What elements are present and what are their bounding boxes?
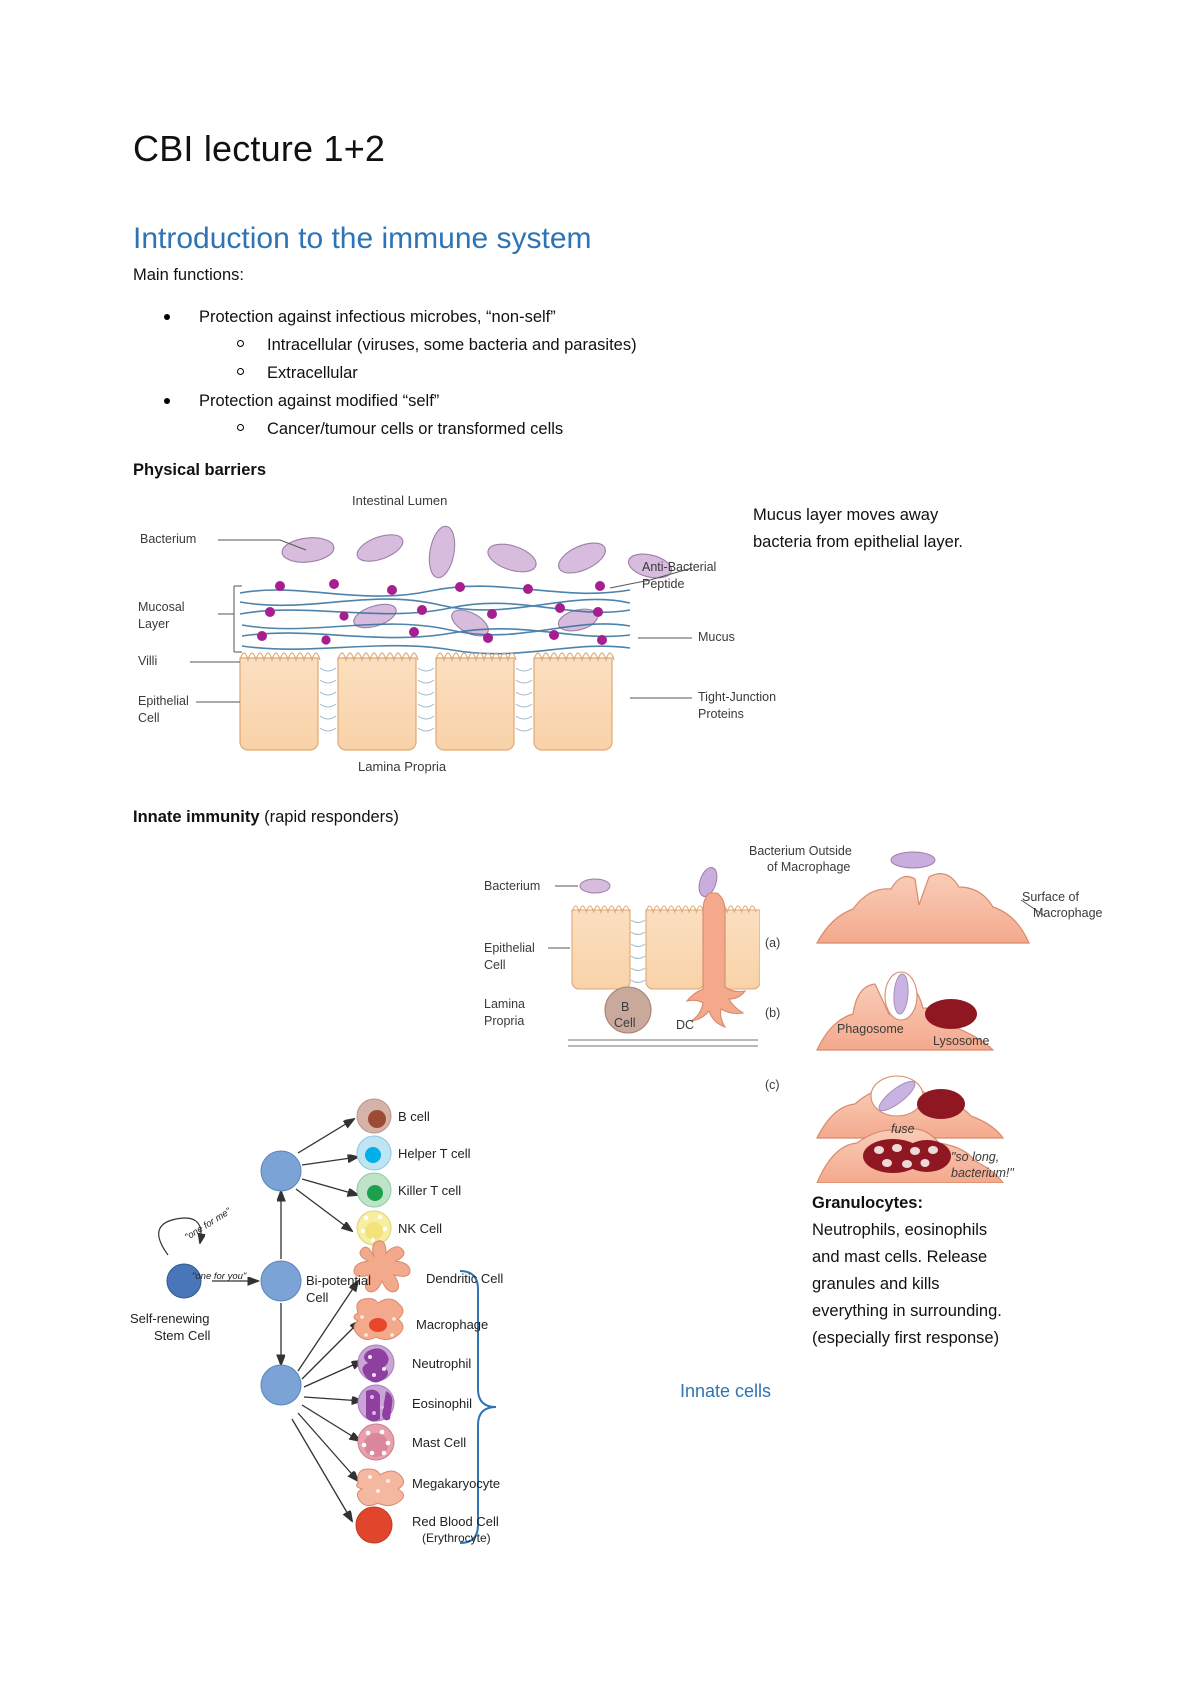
heading-physical-barriers: Physical barriers	[133, 461, 266, 479]
label-tight-junction-line1: Tight-Junction	[698, 690, 777, 704]
cell-label-eosinophil: Eosinophil	[412, 1396, 472, 1411]
heading-innate-bold: Innate immunity	[133, 808, 260, 826]
note-granulocytes-body: Neutrophils, eosinophils and mast cells.…	[812, 1221, 1002, 1347]
label-stem-quote-one-for-you: "one for you"	[192, 1271, 247, 1282]
label-bacterium: Bacterium	[140, 532, 197, 546]
label-epithelial-cell-line2: Cell	[138, 711, 160, 725]
label-stem-cell-line2: Stem Cell	[154, 1328, 211, 1343]
label-epithelial-cell-line1: Epithelial	[484, 941, 535, 955]
list-item: Extracellular	[133, 359, 833, 387]
label-bipotential-line2: Cell	[306, 1290, 329, 1305]
label-bacterium: Bacterium	[484, 879, 541, 893]
cell-label-red-blood-cell: Red Blood Cell	[412, 1514, 499, 1529]
heading-innate-regular: (rapid responders)	[259, 808, 399, 826]
innate-illustration	[548, 867, 760, 1047]
main-functions-label: Main functions:	[133, 266, 244, 284]
label-lamina-propria: Lamina Propria	[358, 759, 447, 774]
label-dc: DC	[676, 1018, 695, 1032]
label-b-cell-line2: Cell	[614, 1016, 636, 1030]
cell-label-b-cell: B cell	[398, 1109, 430, 1124]
label-b-cell-line1: B	[621, 1000, 630, 1014]
label-anti-bacterial-peptide-line1: Anti-Bacterial	[642, 560, 717, 574]
diagram-title-intestinal-lumen: Intestinal Lumen	[352, 493, 448, 508]
label-bacterium-outside-line1: Bacterium Outside	[749, 844, 852, 858]
cell-label-mast-cell: Mast Cell	[412, 1435, 467, 1450]
list-item: Protection against infectious microbes, …	[133, 303, 833, 331]
innate-epithelium-diagram: Bacterium Epithelial Cell Lamina Propria…	[480, 860, 760, 1060]
label-villi: Villi	[138, 654, 158, 668]
cell-label-helper-t-cell: Helper T cell	[398, 1146, 471, 1161]
label-epithelial-cell-line2: Cell	[484, 958, 506, 972]
label-stem-cell-line1: Self-renewing	[130, 1311, 210, 1326]
main-functions-list: Protection against infectious microbes, …	[133, 303, 833, 443]
barrier-illustration	[190, 525, 693, 751]
macrophage-phagocytosis-diagram: Bacterium Outside of Macrophage Surface …	[745, 838, 1125, 1183]
list-item: Intracellular (viruses, some bacteria an…	[133, 331, 833, 359]
label-lamina-propria-line1: Lamina	[484, 997, 525, 1011]
label-phagosome: Phagosome	[837, 1022, 904, 1036]
cell-label-megakaryocyte: Megakaryocyte	[412, 1476, 501, 1491]
label-surface-of-macrophage-line2: Macrophage	[1033, 906, 1103, 920]
label-tight-junction-line2: Proteins	[698, 707, 744, 721]
note-mucus-layer: Mucus layer moves away bacteria from epi…	[753, 506, 964, 551]
list-item: Protection against modified “self”	[133, 387, 833, 415]
label-step-a: (a)	[765, 936, 781, 950]
label-surface-of-macrophage-line1: Surface of	[1022, 890, 1079, 904]
label-step-b: (b)	[765, 1006, 781, 1020]
cell-label-neutrophil: Neutrophil	[412, 1356, 472, 1371]
label-so-long-line1: "so long,	[951, 1150, 1000, 1164]
cell-label-nk-cell: NK Cell	[398, 1221, 443, 1236]
label-epithelial-cell-line1: Epithelial	[138, 694, 189, 708]
label-anti-bacterial-peptide-line2: Peptide	[642, 577, 685, 591]
label-mucus: Mucus	[698, 630, 735, 644]
lineage-illustration	[158, 1098, 497, 1544]
page-title: CBI lecture 1+2	[133, 128, 386, 169]
note-granulocytes: Granulocytes: Neutrophils, eosinophils a…	[812, 1190, 1012, 1352]
label-innate-cells: Innate cells	[680, 1381, 772, 1401]
label-mucosal-layer-line2: Layer	[138, 617, 170, 631]
label-lamina-propria-line2: Propria	[484, 1014, 525, 1028]
cell-label-macrophage: Macrophage	[416, 1317, 489, 1332]
cell-label-dendritic-cell: Dendritic Cell	[426, 1271, 504, 1286]
cell-label-erythrocyte-sub: (Erythrocyte)	[422, 1531, 491, 1545]
label-so-long-line2: bacterium!"	[951, 1166, 1014, 1180]
macrophage-illustration	[815, 851, 1046, 1183]
label-bacterium-outside-line2: of Macrophage	[767, 860, 851, 874]
label-step-c: (c)	[765, 1078, 780, 1092]
intestinal-barrier-diagram: Intestinal Lumen	[130, 490, 776, 780]
hematopoiesis-lineage-diagram: B cell Helper T cell Killer T cell NK Ce…	[130, 1085, 771, 1625]
label-mucosal-layer-line1: Mucosal	[138, 600, 185, 614]
cell-label-killer-t-cell: Killer T cell	[398, 1183, 462, 1198]
heading-innate-immunity: Innate immunity (rapid responders)	[133, 808, 399, 827]
label-bipotential-line1: Bi-potential	[306, 1273, 372, 1288]
label-lysosome: Lysosome	[933, 1034, 990, 1048]
label-fuse: fuse	[891, 1122, 915, 1136]
list-item: Cancer/tumour cells or transformed cells	[133, 415, 833, 443]
note-granulocytes-title: Granulocytes:	[812, 1194, 923, 1212]
heading-introduction: Introduction to the immune system	[133, 222, 592, 255]
